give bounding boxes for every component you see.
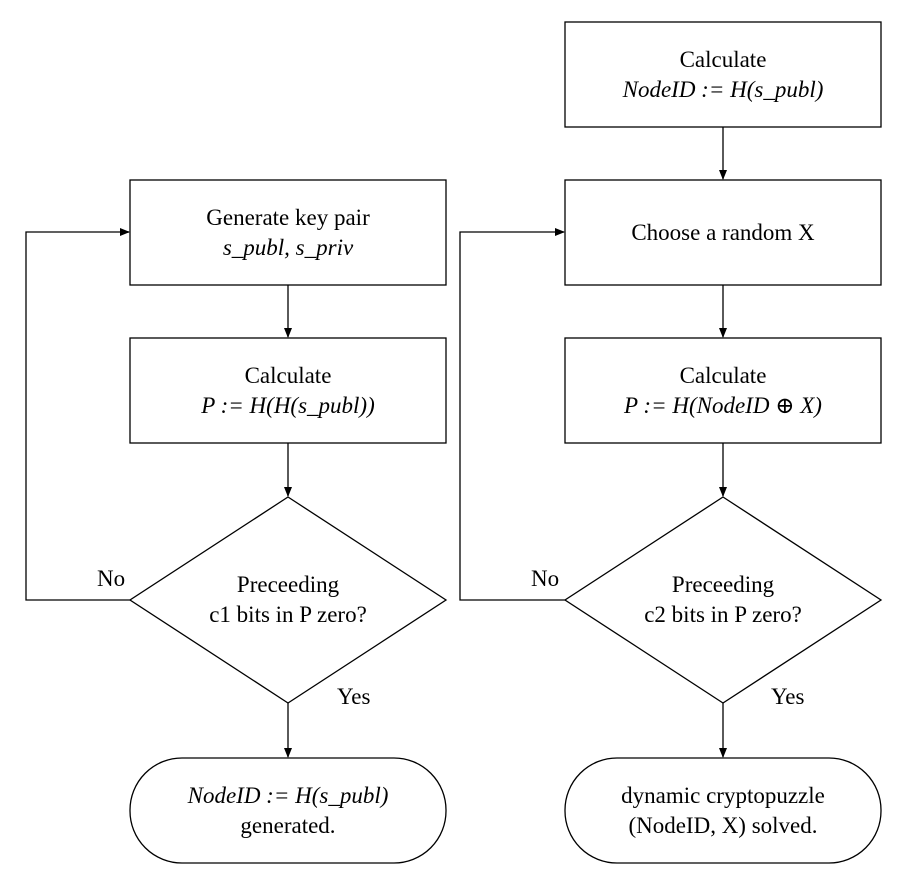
right-choose-text: Choose a random X	[565, 180, 881, 285]
right-calc-id-text: Calculate NodeID := H(s_publ)	[565, 22, 881, 127]
left-end-terminal	[129, 757, 447, 864]
left-calc-line2: P := H(H(s_publ))	[201, 392, 375, 418]
left-decision-line1: Preceeding	[236, 572, 340, 597]
left-calc-text: Calculate P := H(H(s_publ))	[130, 338, 446, 443]
right-end-terminal	[564, 757, 882, 864]
left-decision-line2: c1 bits in P zero?	[209, 602, 367, 627]
left-generate-text: Generate key pair s_publ, s_priv	[130, 180, 446, 285]
right-calc-line1: Calculate	[679, 362, 767, 388]
left-end-text: NodeID := H(s_publ) generated.	[130, 758, 446, 863]
right-end-line1: dynamic cryptopuzzle	[621, 782, 825, 808]
right-calc-id-line2: NodeID := H(s_publ)	[622, 76, 824, 102]
right-no-loop-arrow	[459, 228, 565, 601]
right-decision-line1: Preceeding	[671, 572, 775, 597]
left-generate-line1: Generate key pair	[206, 204, 370, 230]
left-end-line1: NodeID := H(s_publ)	[187, 782, 389, 808]
left-end-line2: generated.	[240, 812, 336, 838]
right-yes-label: Yes	[771, 684, 805, 709]
right-decision-text: Preceeding c2 bits in P zero?	[603, 560, 843, 640]
right-end-text: dynamic cryptopuzzle (NodeID, X) solved.	[565, 758, 881, 863]
left-no-label: No	[97, 566, 126, 591]
left-yes-label: Yes	[337, 684, 371, 709]
right-calc-text: Calculate P := H(NodeID ⊕ X)	[565, 338, 881, 443]
left-no-loop-arrow	[25, 228, 130, 601]
right-no-label: No	[531, 566, 560, 591]
left-decision-text: Preceeding c1 bits in P zero?	[168, 560, 408, 640]
right-end-line2: (NodeID, X) solved.	[628, 812, 818, 838]
left-generate-line2: s_publ, s_priv	[222, 234, 354, 260]
right-calc-line2: P := H(NodeID ⊕ X)	[624, 392, 822, 418]
right-decision-line2: c2 bits in P zero?	[644, 602, 802, 627]
left-calc-line1: Calculate	[244, 362, 332, 388]
right-choose-line1: Choose a random X	[631, 219, 815, 245]
right-calc-id-line1: Calculate	[679, 46, 767, 72]
